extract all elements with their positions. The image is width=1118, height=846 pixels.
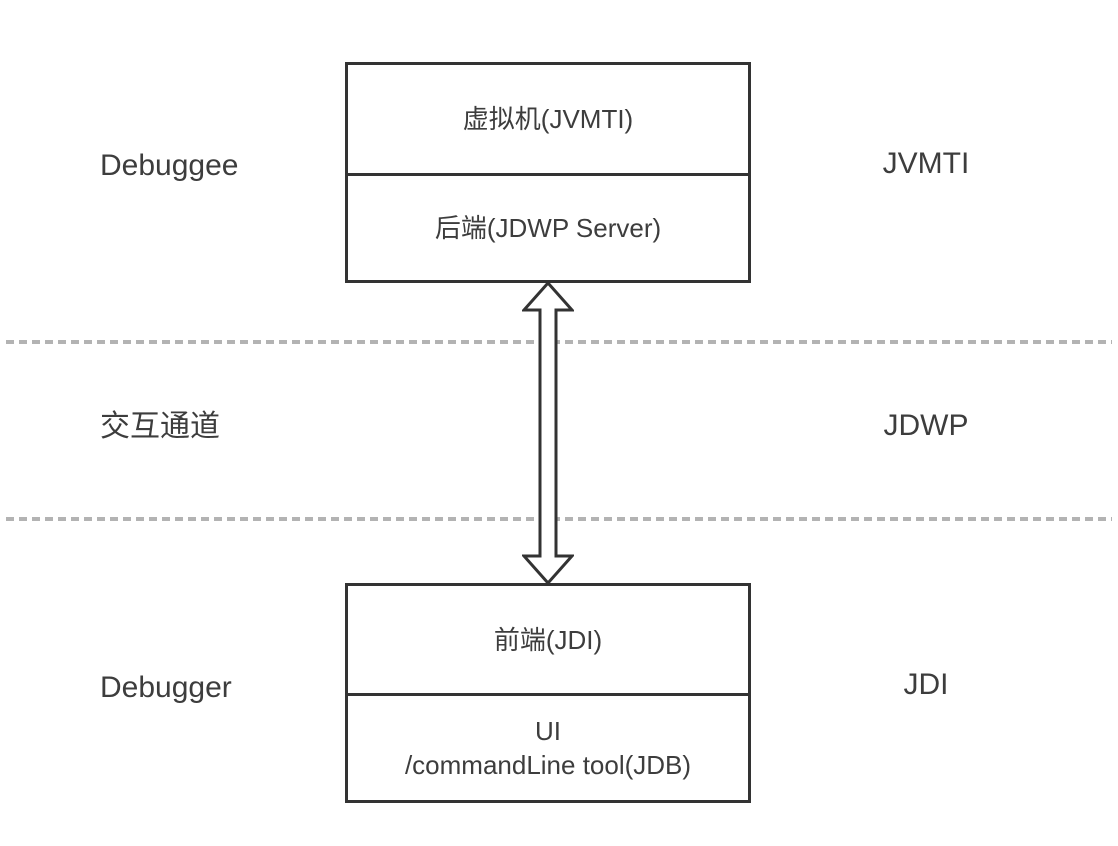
jdi-label: JDI: [903, 668, 949, 701]
backend-jdwp-server-cell-text: 后端(JDWP Server): [434, 212, 662, 243]
frontend-jdi-cell: 前端(JDI): [348, 586, 748, 693]
ui-commandline-cell-line2: /commandLine tool(JDB): [404, 750, 692, 780]
ui-commandline-cell: UI /commandLine tool(JDB): [348, 693, 748, 800]
frontend-jdi-cell-text: 前端(JDI): [493, 624, 603, 655]
debuggee-box: 虚拟机(JVMTI) 后端(JDWP Server): [345, 62, 751, 283]
vm-jvmti-cell-text: 虚拟机(JVMTI): [462, 103, 634, 134]
debugger-box: 前端(JDI) UI /commandLine tool(JDB): [345, 583, 751, 803]
double-arrow-icon: [520, 280, 576, 586]
jdwp-label: JDWP: [883, 409, 969, 442]
dashed-divider-bottom: [6, 517, 1112, 521]
vm-jvmti-cell: 虚拟机(JVMTI): [348, 65, 748, 173]
debuggee-label: Debuggee: [100, 149, 239, 182]
ui-commandline-cell-line1: UI: [535, 716, 561, 746]
backend-jdwp-server-cell: 后端(JDWP Server): [348, 172, 748, 281]
jvmti-label: JVMTI: [882, 147, 970, 180]
debugger-label: Debugger: [100, 671, 232, 704]
dashed-divider-top: [6, 340, 1112, 344]
interaction-channel-label: 交互通道: [100, 410, 220, 443]
